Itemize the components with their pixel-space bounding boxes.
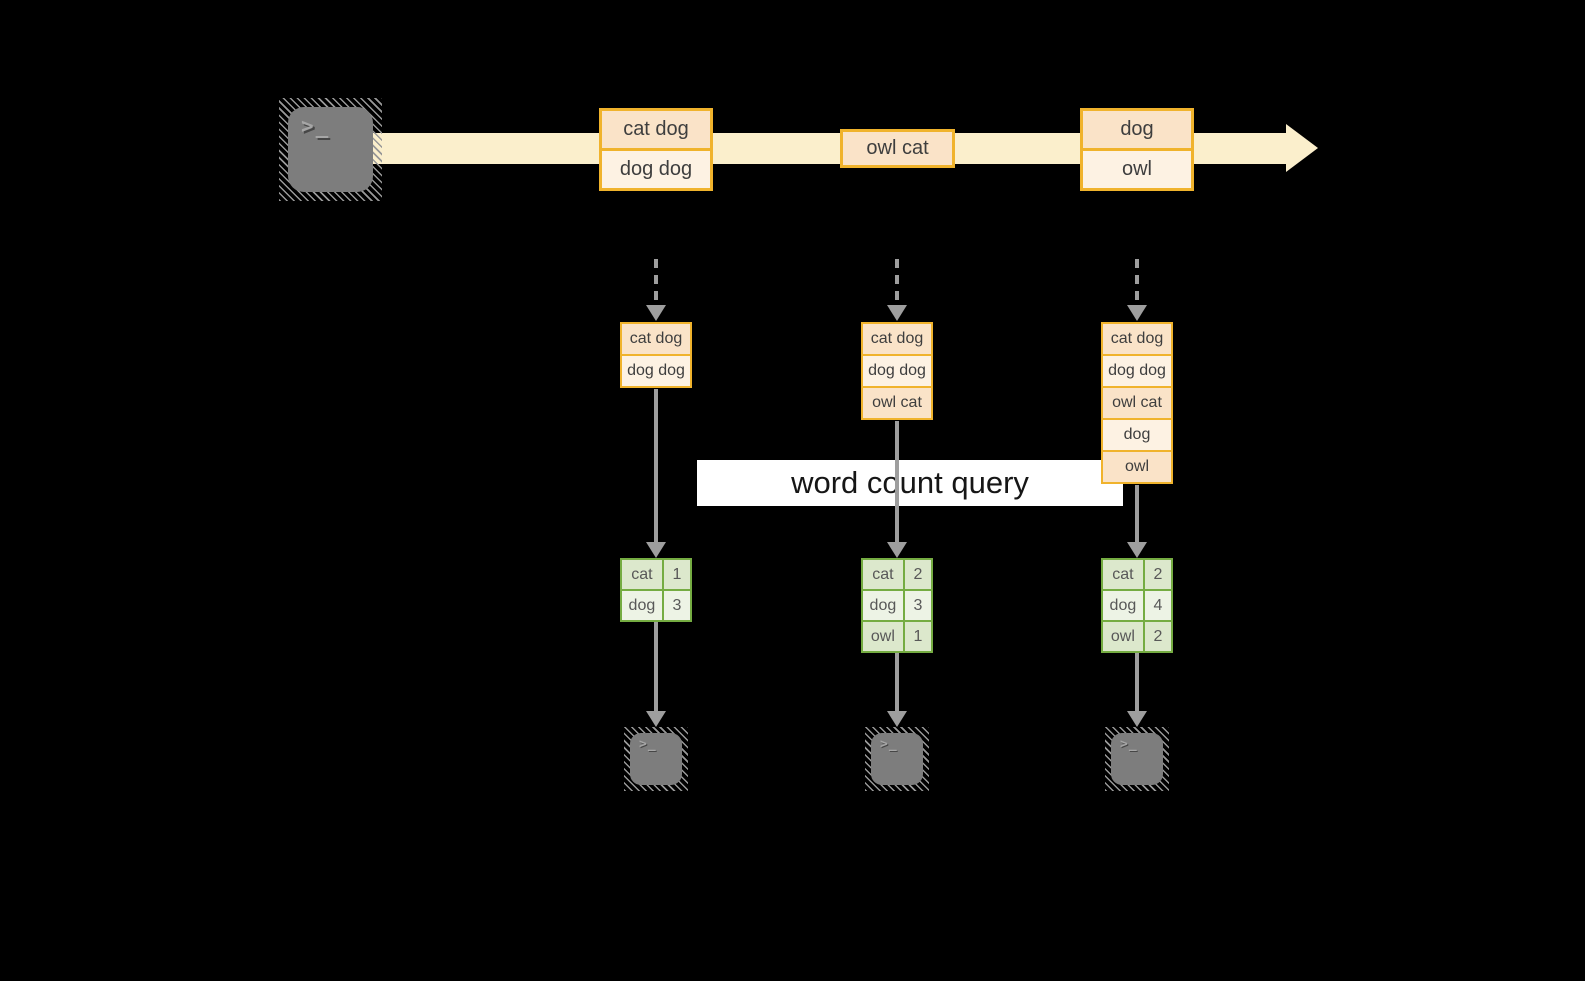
table-row: dog 4	[1103, 589, 1171, 620]
terminal-prompt-glyph: >_	[880, 737, 898, 752]
stream-event-box-3: dog owl	[1080, 108, 1194, 191]
source-terminal-icon: >_	[279, 98, 382, 201]
terminal-body: >_	[630, 733, 682, 785]
stream-event: cat dog	[602, 111, 710, 148]
count-cell: 2	[1142, 560, 1171, 589]
stack-row: cat dog	[863, 324, 931, 354]
accumulated-events-stack-3: cat dog dog dog owl cat dog owl	[1101, 322, 1173, 484]
word-cell: dog	[869, 596, 897, 614]
query-arrow-line	[895, 421, 899, 542]
stack-row: owl cat	[1103, 386, 1171, 418]
stack-row: owl	[1103, 450, 1171, 482]
query-label-band: word count query	[697, 460, 1123, 506]
arrow-head-icon	[887, 542, 907, 558]
count-cell: 2	[1142, 622, 1171, 651]
dashed-arrow-line	[654, 259, 658, 305]
table-row: dog 3	[863, 589, 931, 620]
stack-row: dog	[1103, 418, 1171, 450]
word-cell: dog	[1109, 596, 1137, 614]
output-terminal-icon-3: >_	[1105, 727, 1169, 791]
word-cell: owl	[1110, 627, 1135, 645]
stream-event: owl cat	[843, 132, 952, 165]
arrow-head-icon	[1127, 305, 1147, 321]
stream-event: dog	[1083, 111, 1191, 148]
stream-event: owl	[1083, 148, 1191, 188]
arrow-head-icon	[887, 711, 907, 727]
output-terminal-icon-2: >_	[865, 727, 929, 791]
stream-event: dog dog	[602, 148, 710, 188]
table-row: owl 1	[863, 620, 931, 651]
stack-row: owl cat	[863, 386, 931, 418]
arrow-head-icon	[646, 542, 666, 558]
stack-row: cat dog	[1103, 324, 1171, 354]
output-arrow-line	[654, 622, 658, 711]
table-row: cat 1	[622, 560, 690, 589]
table-row: owl 2	[1103, 620, 1171, 651]
query-arrow-line	[654, 389, 658, 542]
word-cell: owl	[870, 627, 895, 645]
word-count-table-3: cat 2 dog 4 owl 2	[1101, 558, 1173, 653]
count-cell: 1	[902, 622, 931, 651]
output-arrow-line	[1135, 653, 1139, 711]
dashed-arrow-line	[1135, 259, 1139, 305]
stack-row: dog dog	[863, 354, 931, 386]
arrow-head-icon	[887, 305, 907, 321]
accumulated-events-stack-2: cat dog dog dog owl cat	[861, 322, 933, 420]
stack-row: dog dog	[1103, 354, 1171, 386]
terminal-prompt-glyph: >_	[639, 737, 657, 752]
count-cell: 4	[1142, 591, 1171, 620]
stream-arrowhead-icon	[1286, 124, 1318, 172]
output-arrow-line	[895, 653, 899, 711]
terminal-body: >_	[871, 733, 923, 785]
word-count-table-2: cat 2 dog 3 owl 1	[861, 558, 933, 653]
output-terminal-icon-1: >_	[624, 727, 688, 791]
table-row: cat 2	[863, 560, 931, 589]
table-row: cat 2	[1103, 560, 1171, 589]
stack-row: dog dog	[622, 354, 690, 386]
terminal-body: >_	[1111, 733, 1163, 785]
arrow-head-icon	[646, 711, 666, 727]
word-cell: dog	[628, 596, 656, 614]
word-cell: cat	[631, 565, 653, 583]
count-cell: 3	[902, 591, 931, 620]
query-arrow-line	[1135, 485, 1139, 542]
count-cell: 3	[661, 591, 690, 620]
terminal-prompt-glyph: >_	[301, 114, 331, 138]
dashed-arrow-line	[895, 259, 899, 305]
arrow-head-icon	[1127, 711, 1147, 727]
terminal-body: >_	[288, 107, 373, 192]
stream-event-box-2: owl cat	[840, 129, 955, 168]
query-label: word count query	[791, 465, 1029, 500]
accumulated-events-stack-1: cat dog dog dog	[620, 322, 692, 388]
table-row: dog 3	[622, 589, 690, 620]
word-cell: cat	[872, 565, 894, 583]
arrow-head-icon	[1127, 542, 1147, 558]
arrow-head-icon	[646, 305, 666, 321]
stack-row: cat dog	[622, 324, 690, 354]
count-cell: 1	[661, 560, 690, 589]
count-cell: 2	[902, 560, 931, 589]
terminal-prompt-glyph: >_	[1120, 737, 1138, 752]
word-cell: cat	[1112, 565, 1134, 583]
word-count-table-1: cat 1 dog 3	[620, 558, 692, 622]
stream-event-box-1: cat dog dog dog	[599, 108, 713, 191]
